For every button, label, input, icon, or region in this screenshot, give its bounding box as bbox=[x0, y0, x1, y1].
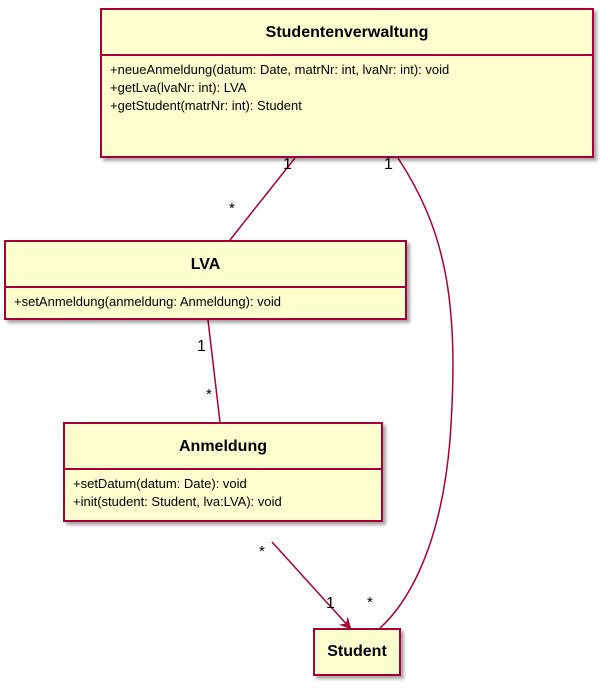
operation: +neueAnmeldung(datum: Date, matrNr: int,… bbox=[110, 62, 450, 77]
multiplicity-label: * bbox=[229, 200, 235, 217]
class-studentenverwaltung[interactable]: Studentenverwaltung +neueAnmeldung(datum… bbox=[100, 8, 594, 158]
class-studentenverwaltung-operations: +neueAnmeldung(datum: Date, matrNr: int,… bbox=[102, 56, 592, 115]
class-student[interactable]: Student bbox=[313, 628, 401, 676]
multiplicity-label: * bbox=[206, 386, 212, 403]
multiplicity-label: 1 bbox=[197, 338, 206, 355]
class-student-name: Student bbox=[327, 643, 387, 660]
class-lva-name: LVA bbox=[6, 242, 405, 288]
multiplicity-label: 1 bbox=[326, 595, 335, 612]
operation: +init(student: Student, lva:LVA): void bbox=[73, 494, 282, 509]
class-anmeldung[interactable]: Anmeldung +setDatum(datum: Date): void +… bbox=[63, 422, 383, 522]
class-lva[interactable]: LVA +setAnmeldung(anmeldung: Anmeldung):… bbox=[4, 240, 407, 320]
operation: +getStudent(matrNr: int): Student bbox=[110, 98, 302, 113]
multiplicity-label: * bbox=[259, 543, 265, 560]
multiplicity-label: * bbox=[367, 594, 373, 611]
association-studentenverwaltung-student bbox=[379, 157, 454, 629]
association-anmeldung-student bbox=[271, 541, 352, 630]
class-lva-operations: +setAnmeldung(anmeldung: Anmeldung): voi… bbox=[6, 288, 405, 311]
multiplicity-label: 1 bbox=[384, 156, 393, 173]
association-lva-anmeldung bbox=[207, 319, 221, 423]
class-anmeldung-operations: +setDatum(datum: Date): void +init(stude… bbox=[65, 470, 381, 511]
operation: +setDatum(datum: Date): void bbox=[73, 476, 247, 491]
association-studentenverwaltung-lva bbox=[229, 157, 296, 241]
class-anmeldung-name: Anmeldung bbox=[65, 424, 381, 470]
multiplicity-label: 1 bbox=[283, 156, 292, 173]
class-studentenverwaltung-name: Studentenverwaltung bbox=[102, 10, 592, 56]
operation: +setAnmeldung(anmeldung: Anmeldung): voi… bbox=[14, 294, 282, 309]
operation: +getLva(lvaNr: int): LVA bbox=[110, 80, 247, 95]
